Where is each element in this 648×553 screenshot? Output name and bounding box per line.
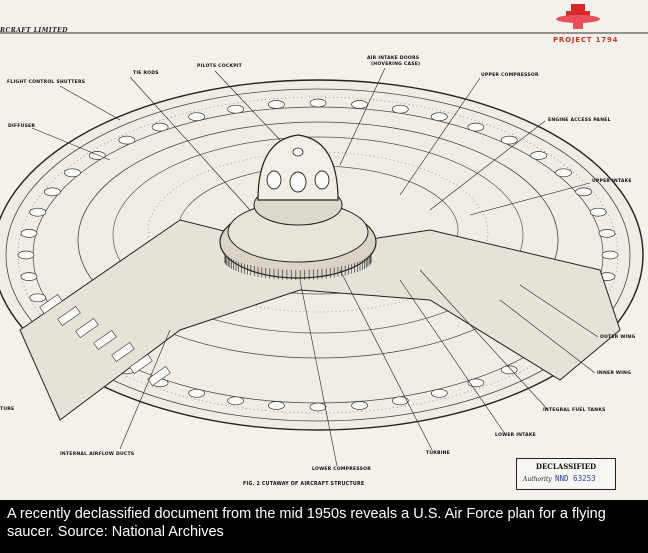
label-upper-compressor: UPPER COMPRESSOR (481, 73, 539, 78)
stamp-authority-number: NND 63253 (555, 474, 596, 483)
shutter-vent (589, 207, 607, 217)
label-flight-control-shutters: FLIGHT CONTROL SHUTTERS (7, 80, 86, 85)
airflow-duct (57, 305, 81, 327)
shutter-vent (227, 396, 245, 406)
shutter-vent (598, 229, 616, 238)
shutter-vent (430, 112, 448, 122)
airflow-duct (147, 365, 171, 387)
project-logo-icon (556, 4, 600, 29)
image-caption: A recently declassified document from th… (7, 506, 606, 540)
shutter-vent (575, 187, 592, 197)
saucer-cutaway-illustration (0, 4, 648, 467)
label-ture: TURE (0, 407, 15, 412)
label-air-intake-doors-sub: (HOVERING CASE) (371, 62, 421, 67)
shutter-vent (351, 401, 368, 410)
label-outer-wing: OUTER WING (600, 335, 636, 340)
label-turbine: TURBINE (426, 451, 450, 456)
shutter-vent (29, 207, 47, 217)
label-internal-airflow-ducts: INTERNAL AIRFLOW DUCTS (60, 452, 135, 457)
shutter-vent (20, 229, 38, 238)
shutter-vent (309, 98, 327, 108)
airflow-duct (129, 353, 153, 375)
shutter-vent (188, 388, 206, 398)
shutter-vent (227, 104, 245, 114)
label-pilots-cockpit: PILOTS COCKPIT (197, 64, 243, 69)
label-integral-fuel-tanks: INTEGRAL FUEL TANKS (543, 408, 606, 413)
label-tie-rods: TIE RODS (133, 71, 159, 76)
shutter-vent (391, 396, 409, 406)
shutter-vent (20, 272, 38, 281)
shutter-vent (467, 122, 485, 132)
shutter-vent (17, 250, 35, 260)
label-inner-wing: INNER WING (597, 371, 632, 376)
shutter-vent (268, 100, 285, 109)
turbine-blades (224, 253, 372, 280)
label-diffuser: DIFFUSER (8, 124, 36, 129)
label-engine-access-panel: ENGINE ACCESS PANEL (548, 118, 611, 123)
airflow-duct (93, 329, 117, 351)
shutter-vent (500, 365, 518, 375)
shutter-vent (29, 293, 47, 303)
shutter-vent (64, 168, 81, 178)
shutter-vent (555, 168, 572, 178)
shutter-vent (118, 135, 136, 145)
shutter-vent (351, 100, 368, 109)
shutter-vent (309, 402, 327, 412)
airflow-duct (75, 317, 99, 339)
shutter-vent (188, 112, 206, 122)
internal-airflow-ducts (39, 293, 171, 387)
label-air-intake-doors: AIR INTAKE DOORS (367, 56, 420, 61)
shutter-vent (44, 187, 61, 197)
shutter-vent (391, 104, 409, 114)
shutter-vent (530, 151, 548, 160)
shutter-vent (430, 388, 448, 398)
declassified-stamp: DECLASSIFIED Authority NND 63253 (516, 458, 616, 490)
shutter-vent (88, 151, 106, 160)
shutter-vent (601, 250, 619, 260)
shutter-vent (500, 135, 518, 145)
airflow-duct (39, 293, 63, 315)
leader-lines (31, 67, 599, 467)
stamp-title: DECLASSIFIED (535, 462, 597, 471)
figure-caption: FIG. 2 CUTAWAY OF AIRCRAFT STRUCTURE (243, 482, 365, 487)
airflow-duct (111, 341, 135, 363)
shutter-vent (467, 378, 485, 388)
company-name: RCRAFT LIMITED (0, 27, 68, 34)
label-lower-compressor: LOWER COMPRESSOR (312, 467, 371, 472)
technical-drawing: RCRAFT LIMITED PROJECT 1794 FLIGHT CONTR… (0, 0, 648, 500)
label-upper-intake: UPPER INTAKE (592, 179, 632, 184)
project-label: PROJECT 1794 (553, 36, 619, 44)
stamp-authority-label: Authority (523, 476, 552, 483)
shutter-vent (151, 122, 169, 132)
shutter-vent (268, 401, 285, 410)
label-lower-intake: LOWER INTAKE (495, 433, 536, 438)
